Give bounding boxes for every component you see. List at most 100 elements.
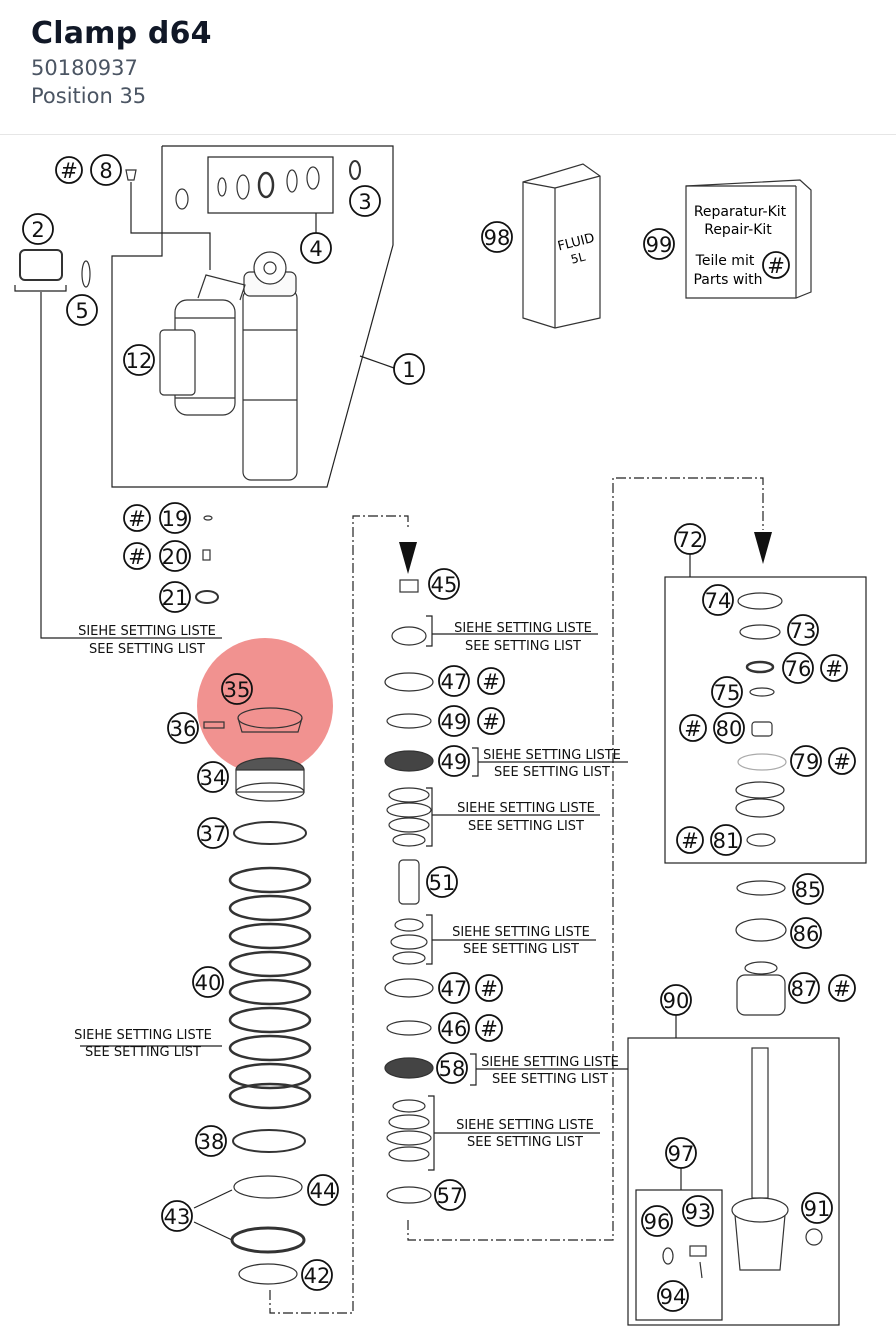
callout-34: 34 [197,761,229,793]
callout-35-text: 35 [224,678,251,702]
callout-hash-text: # [833,750,851,774]
callout-80: 80 [713,712,745,744]
callout-21-text: 21 [162,586,189,610]
callout-37-text: 37 [200,822,227,846]
callout-3-text: 3 [358,190,371,214]
callout-73: 73 [787,614,819,646]
setting-note-de: SIEHE SETTING LISTE [78,624,216,639]
callout-4-circle [300,232,332,264]
callout-hash: # [123,542,151,570]
callout-hash-text: # [60,159,78,183]
callout-75-circle [711,676,743,708]
callout-21: 21 [159,581,191,613]
callout-34-text: 34 [200,766,227,790]
callout-20-circle [159,540,191,572]
callout-79: 79 [790,745,822,777]
callout-hash-text: # [482,670,500,694]
callout-72: 72 [674,523,706,555]
callout-3-circle [349,185,381,217]
callout-90-circle [660,984,692,1016]
fluid-can-volume: 5L [569,250,587,267]
callout-hash-circle [475,974,503,1002]
callout-85: 85 [792,873,824,905]
callout-19: 19 [159,502,191,534]
part-number: 50180937 [31,56,138,80]
callout-2-circle [22,213,54,245]
callout-86: 86 [790,917,822,949]
callout-hash-text: # [767,254,785,278]
callout-hash-circle [477,707,505,735]
setting-note-en: SEE SETTING LIST [468,819,584,834]
callout-5: 5 [66,294,98,326]
callout-35-circle [221,673,253,705]
callout-86-text: 86 [793,922,820,946]
callout-42: 42 [301,1259,333,1291]
callout-hash: # [762,251,790,279]
callout-51: 51 [426,866,458,898]
callout-94-circle [657,1280,689,1312]
callout-hash-text: # [128,507,146,531]
callout-8-circle [90,154,122,186]
callout-76-circle [782,652,814,684]
callout-hash: # [55,156,83,184]
callout-46-text: 46 [441,1017,468,1041]
callout-12-text: 12 [126,349,153,373]
callout-37-circle [197,817,229,849]
callout-85-text: 85 [795,878,822,902]
callout-hash: # [676,826,704,854]
callout-49-text: 49 [441,750,468,774]
callout-hash: # [820,654,848,682]
callout-93-circle [682,1195,714,1227]
callout-hash-circle [676,826,704,854]
callout-hash-circle [820,654,848,682]
callout-49-circle [438,745,470,777]
callout-72-text: 72 [677,528,704,552]
leader-lines [14,145,867,1326]
callout-labels: 1234581219202134353637384042434445464749… [22,154,856,1312]
callout-hash-text: # [480,977,498,1001]
callout-36-circle [167,712,199,744]
callout-44-text: 44 [310,1179,337,1203]
callout-46-circle [438,1012,470,1044]
callout-81-circle [710,824,742,856]
callout-76: 76 [782,652,814,684]
callout-19-text: 19 [162,507,189,531]
callout-80-text: 80 [716,717,743,741]
callout-99-circle [643,228,675,260]
callout-87-circle [788,972,820,1004]
callout-hash-circle [123,542,151,570]
repair-kit-parts-de: Teile mit [695,253,755,269]
callout-58-text: 58 [439,1057,466,1081]
setting-note-de: SIEHE SETTING LISTE [483,748,621,763]
repair-kit-parts-en: Parts with [693,272,762,288]
callout-49-circle [438,705,470,737]
callout-43: 43 [161,1200,193,1232]
repair-kit-label-de: Reparatur-Kit [694,204,787,220]
part-title: Clamp d64 [31,16,212,51]
callout-38-text: 38 [198,1130,225,1154]
callout-4: 4 [300,232,332,264]
callout-81-text: 81 [713,829,740,853]
callout-96: 96 [641,1205,673,1237]
callout-90: 90 [660,984,692,1016]
setting-note-en: SEE SETTING LIST [85,1045,201,1060]
callout-72-circle [674,523,706,555]
callout-34-circle [197,761,229,793]
callout-hash-text: # [825,657,843,681]
callout-93: 93 [682,1195,714,1227]
callout-94: 94 [657,1280,689,1312]
callout-43-circle [161,1200,193,1232]
callout-38-circle [195,1125,227,1157]
callout-47-circle [438,665,470,697]
callout-45-circle [428,568,460,600]
callout-90-text: 90 [663,989,690,1013]
setting-note-de: SIEHE SETTING LISTE [481,1055,619,1070]
callout-73-text: 73 [790,619,817,643]
callout-1: 1 [393,353,425,385]
callout-hash-text: # [480,1017,498,1041]
callout-4-text: 4 [309,237,322,261]
callout-98: 98 [481,221,513,253]
setting-note-en: SEE SETTING LIST [494,765,610,780]
callout-97-text: 97 [668,1142,695,1166]
callout-hash-text: # [681,829,699,853]
